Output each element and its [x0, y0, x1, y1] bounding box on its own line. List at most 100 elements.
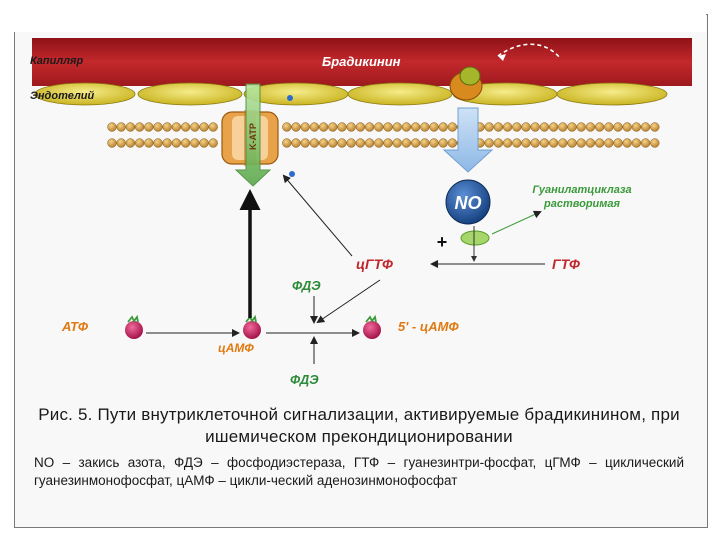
membrane-bead: [594, 122, 605, 132]
membrane-bead: [429, 122, 439, 132]
membrane-bead: [107, 138, 117, 148]
membrane-bead: [153, 138, 163, 148]
membrane-bead: [447, 122, 458, 132]
membrane-bead: [493, 138, 504, 148]
capillary-band: [32, 38, 692, 86]
membrane-bead: [282, 138, 292, 148]
membrane-bead: [521, 138, 531, 148]
figure-caption: Рис. 5. Пути внутриклеточной сигнализаци…: [34, 404, 684, 490]
membrane-bead: [558, 138, 568, 148]
bradykinin-receptor: [449, 66, 483, 101]
no-node: [445, 179, 491, 225]
membrane-bead: [328, 122, 338, 132]
membrane-bead: [392, 122, 402, 132]
membrane-bead: [162, 122, 172, 132]
membrane-bead: [438, 138, 448, 148]
membrane-bead: [558, 122, 568, 132]
guanylate-cyclase-enzyme: [460, 230, 490, 246]
membrane-bead: [300, 122, 310, 132]
membrane-bead: [613, 138, 623, 148]
cgtf-to-fde-line: [316, 279, 381, 324]
membrane-bead: [125, 122, 136, 132]
membrane-bead: [622, 138, 632, 148]
atf-label: АТФ: [61, 319, 89, 334]
membrane-bead: [116, 122, 126, 132]
gtf-label: ГТФ: [552, 256, 580, 272]
membrane-bead: [502, 122, 513, 132]
membrane-bead: [567, 138, 577, 148]
membrane-bead: [622, 122, 632, 132]
membrane-bead: [484, 122, 494, 132]
membrane-bead: [502, 138, 513, 148]
membrane-bead: [190, 122, 200, 132]
membrane-bead: [493, 122, 504, 132]
membrane-bead: [576, 138, 586, 148]
membrane-bead: [144, 138, 154, 148]
membrane-bead: [447, 138, 458, 148]
channel-label: K-ATP: [248, 123, 258, 150]
membrane-bead: [438, 122, 448, 132]
activation-plus: +: [437, 232, 448, 252]
membrane-bead: [171, 138, 182, 148]
membrane-bead: [171, 122, 182, 132]
endothelium-label: Эндотелий: [30, 90, 95, 102]
membrane-bead: [208, 122, 218, 132]
camp-label: цАМФ: [218, 341, 254, 355]
membrane-bead: [107, 122, 117, 132]
membrane-bead: [420, 122, 430, 132]
membrane-bead: [420, 138, 430, 148]
membrane-bead: [364, 138, 375, 148]
membrane-bead: [153, 122, 163, 132]
membrane-bead: [512, 122, 522, 132]
membrane-bead: [282, 122, 292, 132]
no-label: NO: [455, 193, 482, 213]
membrane-bead: [650, 138, 660, 148]
membrane-bead: [548, 122, 559, 132]
capillary-label: Капилляр: [30, 55, 83, 67]
membrane-bead: [134, 122, 145, 132]
membrane-bead: [410, 122, 421, 132]
membrane-bead: [309, 122, 320, 132]
membrane-bead: [539, 138, 550, 148]
membrane-bead: [383, 122, 393, 132]
membrane-bead: [567, 122, 577, 132]
figure-title: Рис. 5. Пути внутриклеточной сигнализаци…: [38, 405, 680, 446]
membrane-bead: [604, 122, 614, 132]
membrane-bead: [180, 138, 191, 148]
endothelium-cells: [34, 82, 668, 106]
membrane-bead: [585, 122, 596, 132]
atf-molecule: [125, 314, 143, 339]
membrane-bead: [144, 122, 154, 132]
membrane-bead: [512, 138, 522, 148]
membrane-bead: [364, 122, 375, 132]
top-strip: [14, 14, 706, 32]
membrane-bead: [300, 138, 310, 148]
membrane-bead: [199, 122, 209, 132]
membrane-bead: [180, 122, 191, 132]
bradykinin-to-no-arrow: [442, 107, 494, 173]
membrane-bead: [346, 122, 356, 132]
membrane-bead: [374, 138, 384, 148]
bradykinin-label: Брадикинин: [322, 54, 401, 69]
channel-green-arrow: [234, 83, 272, 187]
membrane-bead: [190, 138, 200, 148]
bradykinin-dashed-arrow: [497, 43, 561, 59]
membrane-bead: [392, 138, 402, 148]
membrane-bead: [134, 138, 145, 148]
membrane-bead: [594, 138, 605, 148]
cell-membrane: [107, 122, 660, 148]
membrane-bead: [401, 122, 412, 132]
membrane-bead: [429, 138, 439, 148]
membrane-bead: [640, 122, 651, 132]
membrane-bead: [374, 122, 384, 132]
fde-bottom-label: ФДЭ: [290, 372, 319, 387]
membrane-bead: [309, 138, 320, 148]
membrane-bead: [604, 138, 614, 148]
membrane-bead: [631, 122, 642, 132]
figure-legend: NO – закись азота, ФДЭ – фосфодиэстераза…: [34, 455, 684, 488]
membrane-bead: [337, 138, 347, 148]
camp-molecule: [243, 314, 261, 339]
membrane-bead: [199, 138, 209, 148]
membrane-bead: [585, 138, 596, 148]
